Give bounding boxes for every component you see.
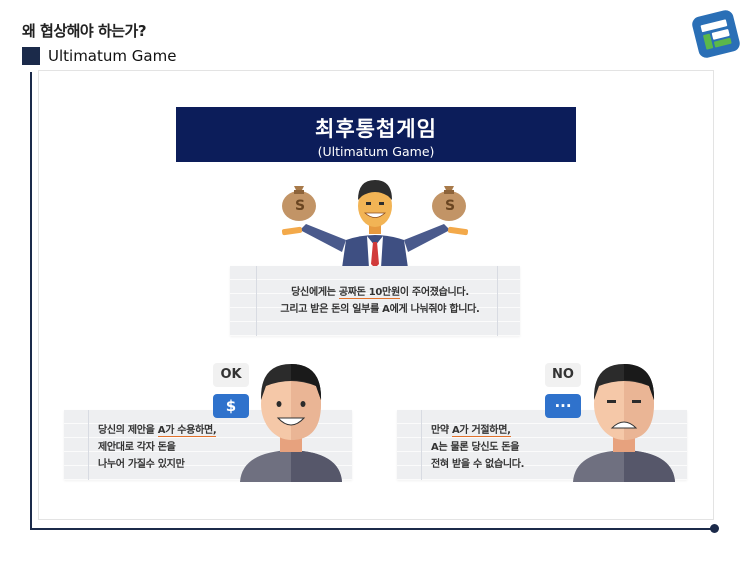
money-bag-right-icon <box>432 186 466 221</box>
left-case-line3: 나누어 가질수 있지만 <box>98 459 185 470</box>
no-speech-bubble: NO <box>545 363 581 387</box>
dollar-speech-bubble: $ <box>213 394 249 418</box>
left-case-line1: 당신의 제안을 A가 수용하면, <box>98 425 217 437</box>
subtitle-marker <box>22 47 40 65</box>
brand-logo-icon <box>692 10 740 58</box>
right-case-text: 만약 A가 거절하면, A는 물론 당신도 돈을 전혀 받을 수 없습니다. <box>431 422 631 473</box>
center-note-text: 당신에게는 공짜돈 10만원이 주어졌습니다. 그리고 받은 돈의 일부를 A에… <box>260 284 500 318</box>
sad-man-illustration <box>573 364 675 482</box>
right-case-line3: 전혀 받을 수 없습니다. <box>431 459 525 470</box>
center-note-card: 당신에게는 공짜돈 10만원이 주어졌습니다. 그리고 받은 돈의 일부를 A에… <box>230 266 520 336</box>
note-margin-line <box>88 410 89 480</box>
frame-line-vertical <box>30 72 32 529</box>
banner-title: 최후통첩게임 <box>315 117 437 141</box>
game-title-banner: 최후통첩게임 (Ultimatum Game) <box>176 107 576 162</box>
right-case-line2: A는 물론 당신도 돈을 <box>431 442 520 453</box>
left-case-text: 당신의 제안을 A가 수용하면, 제안대로 각자 돈을 나누어 가질수 있지만 <box>98 422 298 473</box>
frame-end-dot <box>710 524 719 533</box>
page-subtitle: Ultimatum Game <box>48 47 177 65</box>
note-margin-line <box>256 266 257 336</box>
smiling-man-illustration <box>240 364 342 482</box>
right-case-line1: 만약 A가 거절하면, <box>431 425 511 437</box>
ok-speech-bubble: OK <box>213 363 249 387</box>
banner-subtitle: (Ultimatum Game) <box>317 144 435 159</box>
center-note-line1: 당신에게는 공짜돈 10만원이 주어졌습니다. <box>291 287 469 299</box>
center-note-line2: 그리고 받은 돈의 일부를 A에게 나눠줘야 합니다. <box>280 304 480 315</box>
frame-line-horizontal <box>30 528 715 530</box>
businessman-illustration <box>281 180 469 268</box>
page-title: 왜 협상해야 하는가? <box>22 22 147 40</box>
left-case-line2: 제안대로 각자 돈을 <box>98 442 176 453</box>
ellipsis-speech-bubble: ··· <box>545 394 581 418</box>
money-bag-left-label: S <box>294 198 306 214</box>
money-bag-left-icon <box>282 186 316 221</box>
note-margin-line <box>497 266 498 336</box>
note-margin-line <box>421 410 422 480</box>
money-bag-right-label: S <box>444 198 456 214</box>
